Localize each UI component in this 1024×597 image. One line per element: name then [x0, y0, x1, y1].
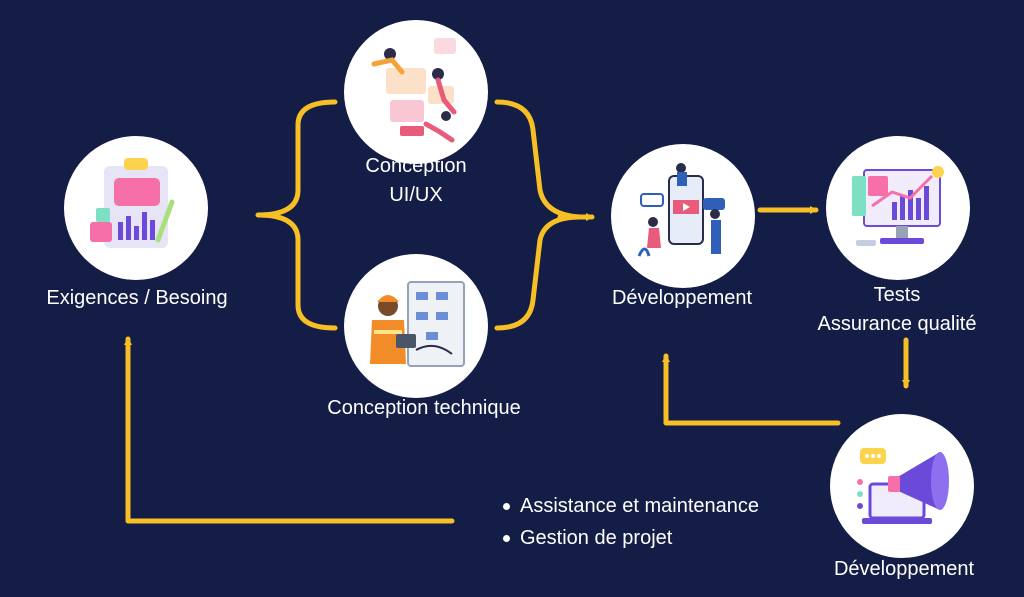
- engineer-panel-icon: [370, 281, 465, 367]
- requirements-circle: [64, 136, 208, 280]
- clipboard-chart-icon: [90, 158, 175, 248]
- development-circle: [611, 144, 755, 288]
- technical-label: Conception technique: [327, 397, 521, 419]
- tests-label: Tests Assurance qualité: [782, 281, 1012, 339]
- requirements-label: Exigences / Besoing: [46, 287, 228, 309]
- support-list-item-project-management: Gestion de projet: [500, 522, 759, 554]
- technical-circle: [344, 254, 488, 398]
- left-brace-connector: [255, 99, 338, 331]
- monitor-analytics-icon: [852, 166, 944, 246]
- tests-label-line1: Tests: [873, 284, 921, 306]
- ui-ux-circle: [344, 20, 488, 164]
- ui-ux-label-line2: UI/UX: [389, 184, 443, 206]
- development-label: Développement: [611, 287, 753, 309]
- support-list: Assistance et maintenance Gestion de pro…: [500, 490, 759, 554]
- ui-design-team-icon: [371, 38, 457, 143]
- tests-label-line2: Assurance qualité: [817, 313, 977, 335]
- mobile-dev-team-icon: [637, 163, 725, 257]
- deployment-circle: [830, 414, 974, 558]
- ui-ux-label-line1: Conception: [365, 155, 467, 177]
- support-list-item-maintenance: Assistance et maintenance: [500, 490, 759, 522]
- ui-ux-label: Conception UI/UX: [326, 152, 506, 210]
- deployment-label: Développement: [833, 558, 975, 580]
- arrow-feedback-to-requirements: [124, 336, 455, 524]
- tests-circle: [826, 136, 970, 280]
- arrow-deployment-to-development: [662, 353, 841, 426]
- megaphone-laptop-icon: [857, 448, 949, 524]
